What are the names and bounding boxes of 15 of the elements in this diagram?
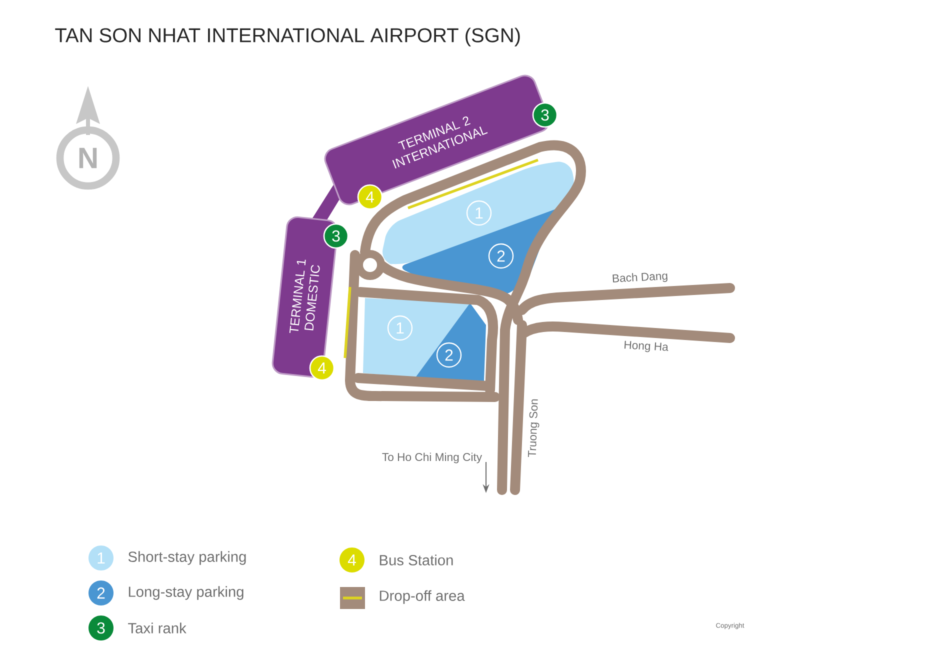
legend-label: Bus Station [380,554,453,566]
legend-number: 4 [348,554,356,566]
road-label: Hong Ha [624,340,668,352]
road-label: Truong Son [528,399,540,457]
compass-letter: N [79,148,97,168]
road-label: Bach Dang [612,272,668,282]
legend-number: 2 [97,587,105,599]
legend-label: Drop-off area [380,590,465,604]
legend-label: Taxi rank [128,622,186,634]
legend-label: Short-stay parking [128,551,246,565]
road-label: To Ho Chi Ming City [382,452,482,464]
legend-number: 1 [98,552,105,564]
title: TAN SON NHAT INTERNATIONAL AIRPORT (SGN) [55,28,520,46]
legend-number: 3 [97,622,105,634]
legend-label: Long-stay parking [128,586,244,600]
